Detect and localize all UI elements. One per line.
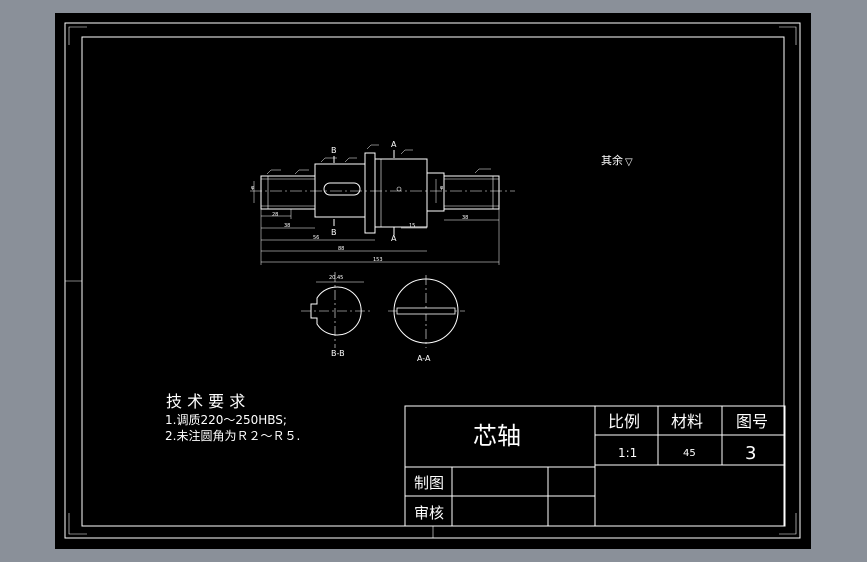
inner-frame <box>81 36 785 527</box>
checked-label: 审核 <box>414 504 444 522</box>
section-bb-caption: B-B <box>331 349 345 358</box>
section-bb: 20.45 B-B <box>301 272 371 358</box>
dim-153: 153 <box>373 257 383 263</box>
section-mark-b-bottom: B <box>331 228 337 237</box>
dim-15: 15 <box>409 223 415 229</box>
tech-requirements-title: 技 术 要 求 <box>166 392 245 411</box>
drawing-no-value: 3 <box>745 443 756 464</box>
drawn-label: 制图 <box>414 474 444 492</box>
material-label: 材料 <box>671 412 703 431</box>
dim-88: 88 <box>338 246 344 252</box>
section-mark-b-top: B <box>331 146 337 155</box>
section-aa: A-A <box>388 275 465 363</box>
tech-requirement-1: 1.调质220～250HBS; <box>165 413 287 427</box>
title-block <box>404 405 786 527</box>
outer-frame <box>64 22 801 539</box>
centering-marks <box>65 280 434 538</box>
section-mark-a-bottom: A <box>391 234 397 243</box>
section-mark-a-top: A <box>391 140 397 149</box>
section-aa-caption: A-A <box>417 354 431 363</box>
dim-dia-right: φ <box>440 185 444 191</box>
dim-right-38: 38 <box>462 215 468 221</box>
scale-label: 比例 <box>608 412 640 431</box>
surface-note: 其余 <box>601 153 623 167</box>
drawing-sheet: B B A A φ φ 28 38 56 88 153 <box>55 13 811 549</box>
corner-marks <box>68 26 797 535</box>
dim-20-45: 20.45 <box>329 275 343 281</box>
material-value: 45 <box>683 448 696 459</box>
dim-dia-left: φ <box>251 185 255 191</box>
shaft-main-view: B B A A φ φ <box>250 140 515 243</box>
roughness-symbol: ▽ <box>625 157 633 168</box>
dim-28: 28 <box>272 212 278 218</box>
tech-requirement-2: 2.未注圆角为Ｒ２～Ｒ５. <box>165 428 300 443</box>
scale-value: 1:1 <box>618 446 637 460</box>
dim-38: 38 <box>284 223 290 229</box>
cad-drawing: B B A A φ φ 28 38 56 88 153 <box>64 22 801 539</box>
dimensions <box>260 209 500 265</box>
drawing-no-label: 图号 <box>736 412 768 431</box>
dim-56: 56 <box>313 235 319 241</box>
part-name: 芯轴 <box>473 422 521 450</box>
